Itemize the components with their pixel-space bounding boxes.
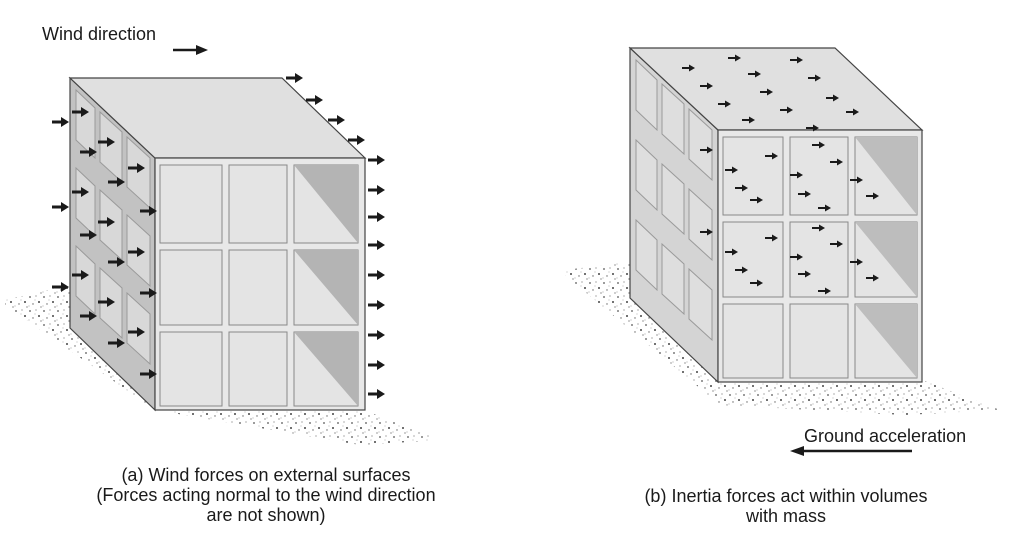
caption-a-line-2: (Forces acting normal to the wind direct…	[96, 485, 436, 505]
wind-direction-arrow	[173, 45, 208, 55]
building-b	[565, 46, 1000, 415]
wind-direction-label: Wind direction	[42, 24, 157, 44]
caption-b-line-2: with mass	[745, 506, 826, 526]
building-a	[5, 76, 440, 445]
caption-a-line-3: are not shown)	[206, 505, 326, 525]
caption-b: (b) Inertia forces act within volumes wi…	[606, 486, 966, 526]
caption-a-line-1: (a) Wind forces on external surfaces	[121, 465, 411, 485]
caption-a: (a) Wind forces on external surfaces (Fo…	[66, 465, 466, 525]
ground-acceleration-label: Ground acceleration	[804, 426, 967, 446]
caption-b-line-1: (b) Inertia forces act within volumes	[644, 486, 928, 506]
ground-acceleration-arrow	[790, 446, 912, 456]
